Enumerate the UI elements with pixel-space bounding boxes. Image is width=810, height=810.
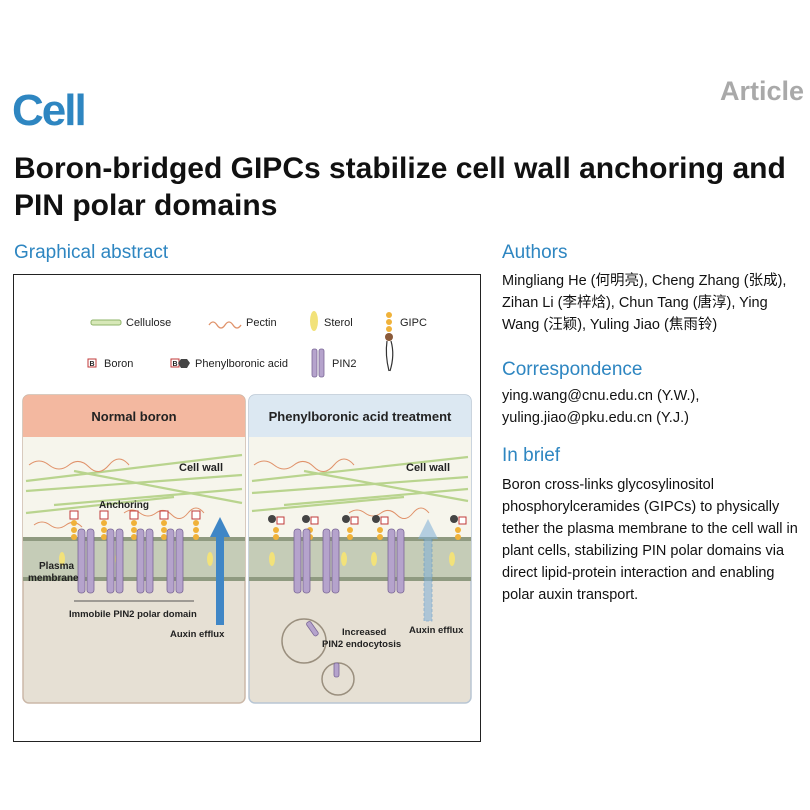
increased-endocytosis-label: Increased <box>342 627 387 638</box>
plasma-membrane-label: Plasma <box>39 561 74 572</box>
svg-text:Cellulose: Cellulose <box>126 317 171 329</box>
svg-text:B: B <box>172 361 177 368</box>
auxin-efflux-arrow-right <box>418 519 438 622</box>
legend-gipc: GIPC <box>385 312 427 372</box>
svg-text:GIPC: GIPC <box>400 317 427 329</box>
svg-text:membrane: membrane <box>28 573 79 584</box>
anchoring-label: Anchoring <box>99 500 149 511</box>
panel-title-pba: Phenylboronic acid treatment <box>269 409 452 424</box>
correspondence-emails: ying.wang@cnu.edu.cn (Y.W.), yuling.jiao… <box>502 385 807 429</box>
pin2-dispersed-right <box>293 528 405 594</box>
in-brief-text: Boron cross-links glycosylinositol phosp… <box>502 477 798 603</box>
gipc-pba-complexes-right <box>268 515 467 540</box>
article-type-label: Article <box>719 76 804 106</box>
graphical-abstract-illustration: Cellulose Pectin Sterol GIPC B Boron B P… <box>22 311 472 704</box>
in-brief-heading: In brief <box>502 445 561 466</box>
panel-title-normal: Normal boron <box>91 409 176 424</box>
authors-heading: Authors <box>502 242 568 263</box>
legend-phenylboronic-acid: B Phenylboronic acid <box>170 358 288 370</box>
email-jiao-link[interactable]: yuling.jiao@pku.edu.cn (Y.J.) <box>502 410 689 426</box>
immobile-domain-label: Immobile PIN2 polar domain <box>69 609 197 620</box>
article-title: Boron-bridged GIPCs stabilize cell wall … <box>14 152 786 222</box>
gipc-boron-complexes-left <box>69 510 201 540</box>
svg-text:PIN2 endocytosis: PIN2 endocytosis <box>322 639 401 650</box>
legend-sterol: Sterol <box>310 311 353 331</box>
pin2-cluster-left <box>77 528 184 594</box>
auxin-efflux-label-left: Auxin efflux <box>170 629 225 640</box>
graphical-abstract-heading: Graphical abstract <box>14 242 169 263</box>
legend-pectin: Pectin <box>208 317 277 329</box>
svg-text:Pectin: Pectin <box>246 317 277 329</box>
auxin-efflux-arrow-left <box>210 517 230 625</box>
svg-text:Sterol: Sterol <box>324 317 353 329</box>
panel-phenylboronic-acid: Phenylboronic acid treatment Cell wall <box>248 394 472 704</box>
legend-pin2: PIN2 <box>311 348 356 378</box>
endocytic-vesicles <box>281 618 355 696</box>
panel-normal-boron: Normal boron Cell wall Anchoring <box>22 394 246 704</box>
correspondence-heading: Correspondence <box>502 359 643 380</box>
authors-list: Mingliang He (何明亮), Cheng Zhang (张成), Zi… <box>502 273 787 333</box>
legend-cellulose: Cellulose <box>90 317 171 329</box>
email-wang-link[interactable]: ying.wang@cnu.edu.cn (Y.W.), <box>502 388 700 404</box>
auxin-efflux-label-right: Auxin efflux <box>409 625 464 636</box>
svg-text:B: B <box>89 361 94 368</box>
graphical-abstract-figure: Cellulose Pectin Sterol GIPC B Boron B P… <box>13 274 481 742</box>
svg-text:Phenylboronic acid: Phenylboronic acid <box>195 358 288 370</box>
svg-text:Boron: Boron <box>104 358 133 370</box>
legend-boron: B Boron <box>87 358 133 370</box>
cell-wall-label-right: Cell wall <box>406 462 450 474</box>
cell-wall-label-left: Cell wall <box>179 462 223 474</box>
svg-text:PIN2: PIN2 <box>332 358 356 370</box>
journal-logo: Cell <box>12 86 87 135</box>
